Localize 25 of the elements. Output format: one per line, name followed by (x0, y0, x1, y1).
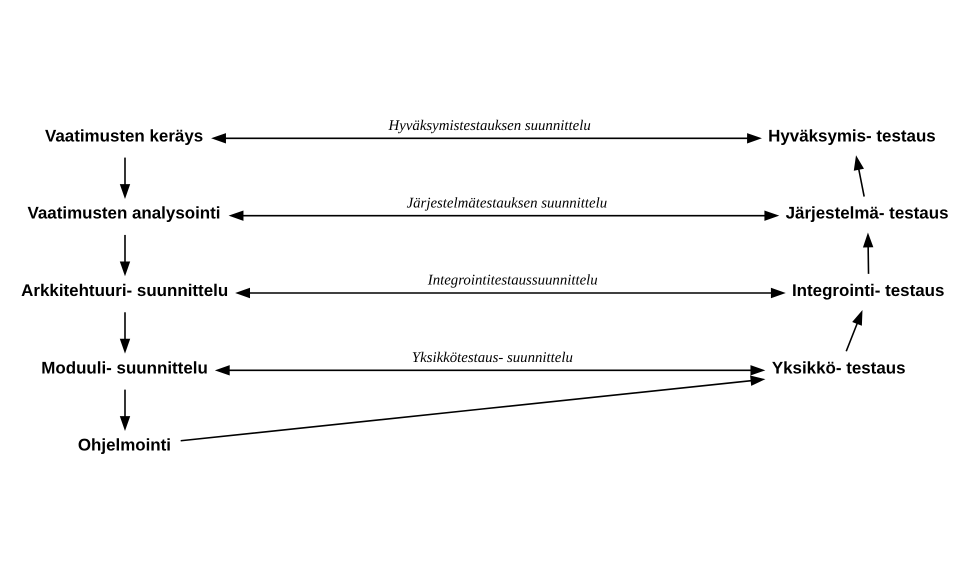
arrow (120, 234, 130, 276)
node-text: Ohjelmointi (78, 435, 172, 454)
arrow (228, 210, 780, 220)
node-text: Moduuli- suunnittelu (41, 358, 208, 377)
node-text: Arkkitehtuuri- suunnittelu (21, 280, 228, 300)
node-text: Vaatimusten keräys (45, 126, 204, 145)
node-text: Järjestelmä- testaus (786, 203, 948, 222)
arrow (235, 287, 786, 298)
edge-label: Järjestelmätestauksen suunnittelu (406, 194, 608, 211)
edge-label: Hyväksymistestauksen suunnittelu (388, 118, 591, 134)
edge-label: Yksikkötestaus- suunnittelu (412, 350, 573, 366)
arrow (854, 154, 865, 196)
node-text: Integrointi- testaus (792, 280, 944, 300)
arrow (120, 312, 130, 354)
node-text: Yksikkö- testaus (772, 358, 906, 377)
edge-label: Integrointitestaussuunnittelu (428, 272, 598, 288)
arrow (120, 157, 130, 198)
arrow (120, 389, 130, 430)
node-text: Vaatimusten analysointi (28, 203, 220, 222)
node-text: Hyväksymis- testaus (768, 126, 936, 145)
arrow (846, 310, 862, 352)
arrow (180, 375, 766, 442)
arrow (214, 364, 766, 376)
arrow (862, 232, 874, 274)
arrow (211, 132, 762, 144)
